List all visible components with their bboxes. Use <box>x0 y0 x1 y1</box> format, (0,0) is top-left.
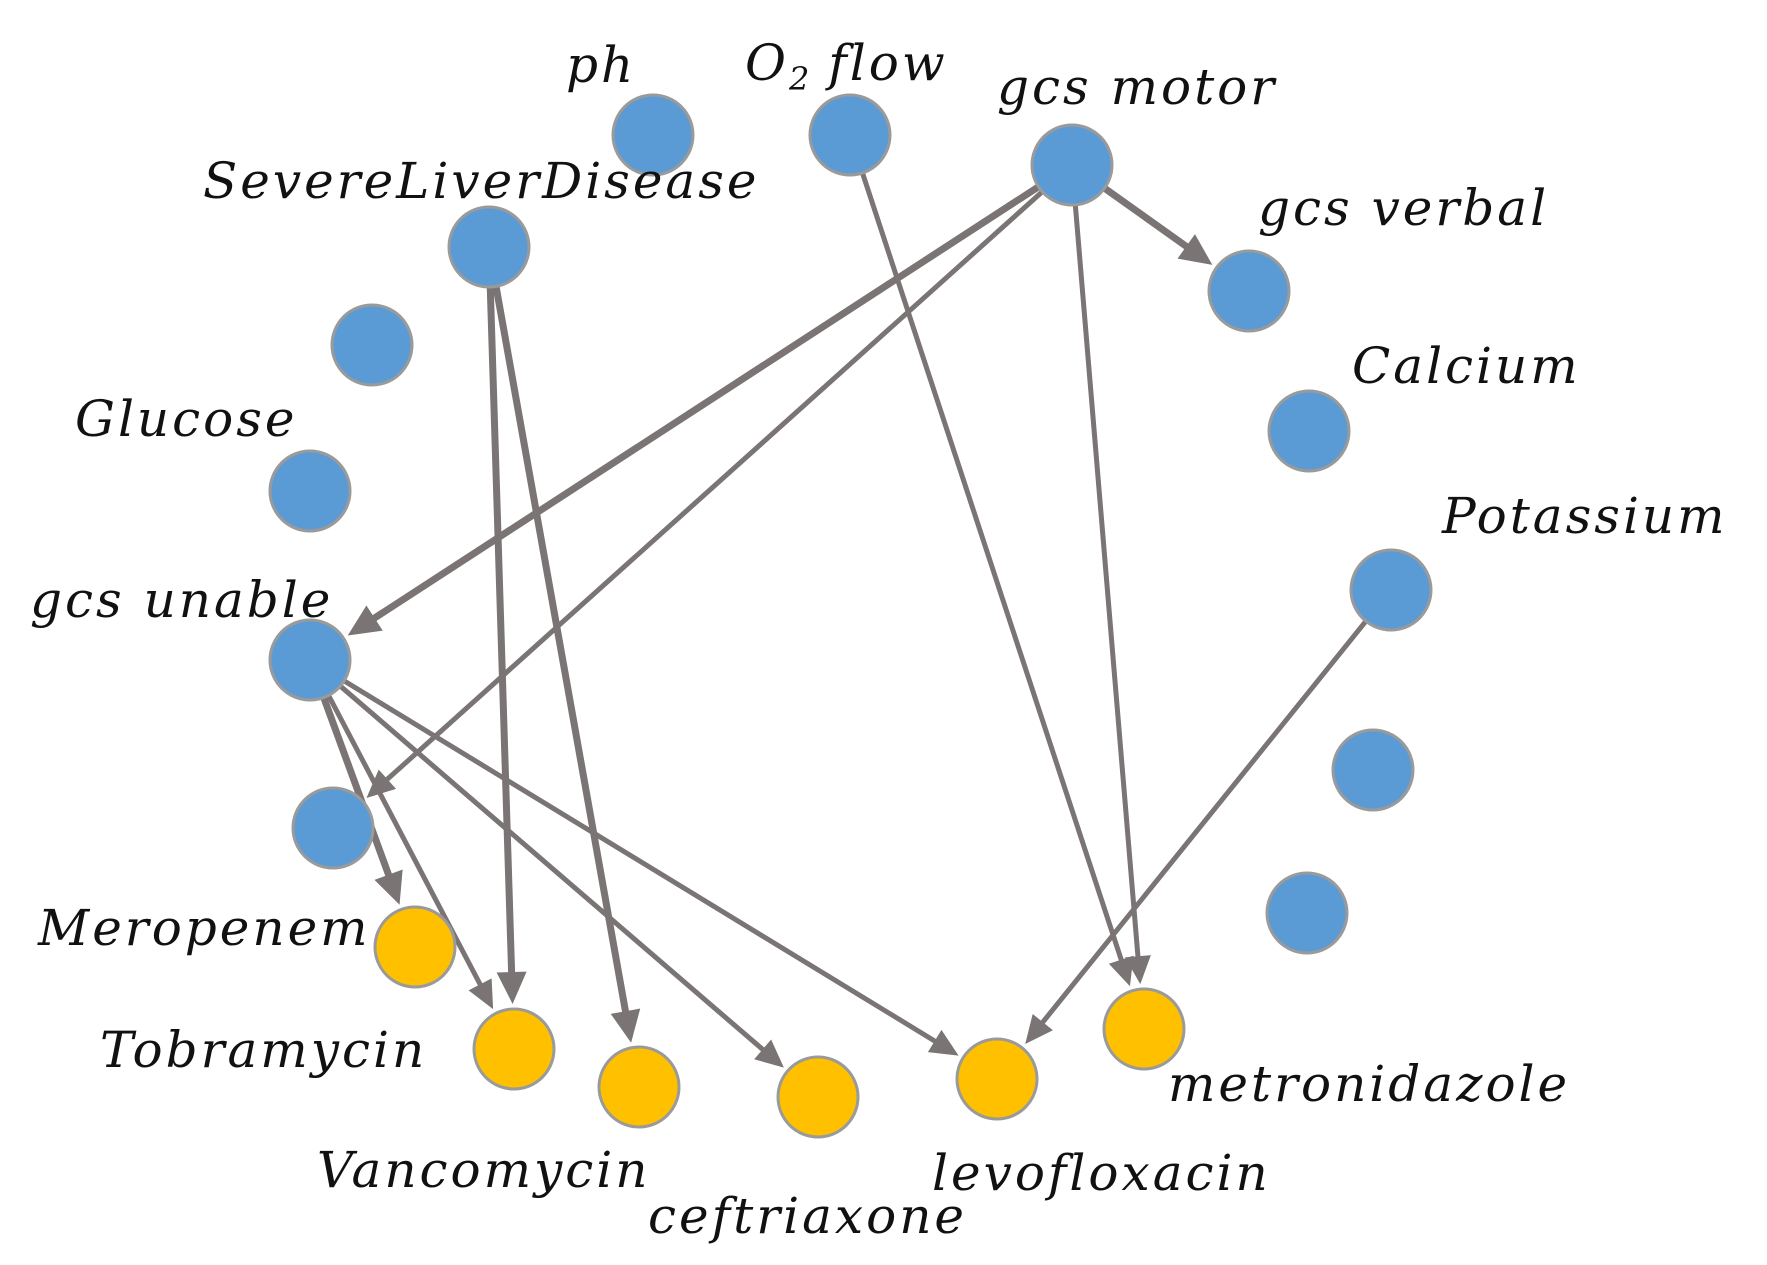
node-layer <box>268 93 1433 1139</box>
arrowhead-gcsmotor-to-unlabeled_c <box>366 769 397 798</box>
node-tobramycin <box>472 1007 556 1091</box>
edge-severeliver-to-vancomycin <box>491 276 630 1019</box>
node-label-gcs-verbal: gcs verbal <box>1258 179 1549 237</box>
edge-gcsmotor-to-unlabeled_c <box>381 185 1050 785</box>
node-ceftriaxone <box>776 1055 860 1139</box>
node-label-ph: ph <box>566 36 636 94</box>
node-potassium <box>1349 548 1433 632</box>
arrowhead-gcsunable-to-levofloxacin <box>927 1029 959 1056</box>
edge-gcsmotor-to-gcsverbal <box>1096 181 1194 253</box>
node-label-o2flow: O2 flow <box>745 34 948 98</box>
node-label-tobramycin: Tobramycin <box>100 1021 427 1079</box>
node-unlabeled_c <box>291 786 375 870</box>
node-label-calcium: Calcium <box>1352 337 1581 395</box>
arrowhead-severeliver-to-tobramycin <box>496 971 527 1005</box>
node-label-ceftriaxone: ceftriaxone <box>648 1187 967 1245</box>
arrowhead-gcsunable-to-meropenem <box>374 869 403 905</box>
edge-gcsunable-to-ceftriaxone <box>333 679 769 1055</box>
node-gcsunable <box>268 618 352 702</box>
arrowhead-severeliver-to-vancomycin <box>610 1008 641 1043</box>
node-unlabeled_a <box>330 303 414 387</box>
node-unlabeled_b <box>1331 728 1415 812</box>
node-metronidazole <box>1102 987 1186 1071</box>
node-levofloxacin <box>955 1037 1039 1121</box>
node-label-meropenem: Meropenem <box>37 899 371 957</box>
edge-potassium-to-levofloxacin <box>1037 613 1373 1028</box>
arrowhead-potassium-to-levofloxacin <box>1025 1013 1053 1044</box>
arrowhead-gcsunable-to-ceftriaxone <box>754 1039 784 1068</box>
edge-layer <box>318 164 1373 1068</box>
node-label-gcs-motor: gcs motor <box>997 58 1277 116</box>
node-glucose <box>268 449 352 533</box>
node-label-severe-liver-disease: SevereLiverDisease <box>203 152 760 210</box>
arrowhead-gcsmotor-to-gcsunable <box>347 605 383 636</box>
edge-gcsunable-to-levofloxacin <box>336 675 941 1046</box>
edge-severeliver-to-tobramycin <box>486 277 516 980</box>
label-layer: ph O2 flow gcs motor SevereLiverDisease … <box>30 34 1728 1245</box>
node-label-glucose: Glucose <box>75 390 298 448</box>
node-ph <box>611 93 695 177</box>
edge-gcsmotor-to-metronidazole <box>1072 196 1141 963</box>
node-label-metronidazole: metronidazole <box>1168 1055 1570 1113</box>
arrowhead-o2flow-to-metronidazole <box>1108 955 1134 987</box>
node-label-gcs-unable: gcs unable <box>30 571 333 629</box>
edge-gcsunable-to-tobramycin <box>323 687 485 991</box>
node-gcsverbal <box>1207 249 1291 333</box>
edge-gcsunable-to-meropenem <box>318 688 394 882</box>
node-vancomycin <box>597 1045 681 1129</box>
arrowhead-gcsunable-to-tobramycin <box>468 978 494 1010</box>
arrowhead-gcsmotor-to-gcsverbal <box>1177 234 1213 265</box>
edge-o2flow-to-metronidazole <box>858 164 1125 966</box>
node-o2flow <box>808 93 892 177</box>
node-label-vancomycin: Vancomycin <box>317 1141 651 1199</box>
node-meropenem <box>373 905 457 989</box>
node-gcsmotor <box>1030 123 1114 207</box>
edge-gcsmotor-to-gcsunable <box>367 180 1047 624</box>
node-label-potassium: Potassium <box>1441 487 1728 545</box>
node-label-levofloxacin: levofloxacin <box>932 1144 1271 1202</box>
node-severeliver <box>447 205 531 289</box>
node-calcium <box>1267 389 1351 473</box>
node-unlabeled_d <box>1265 871 1349 955</box>
